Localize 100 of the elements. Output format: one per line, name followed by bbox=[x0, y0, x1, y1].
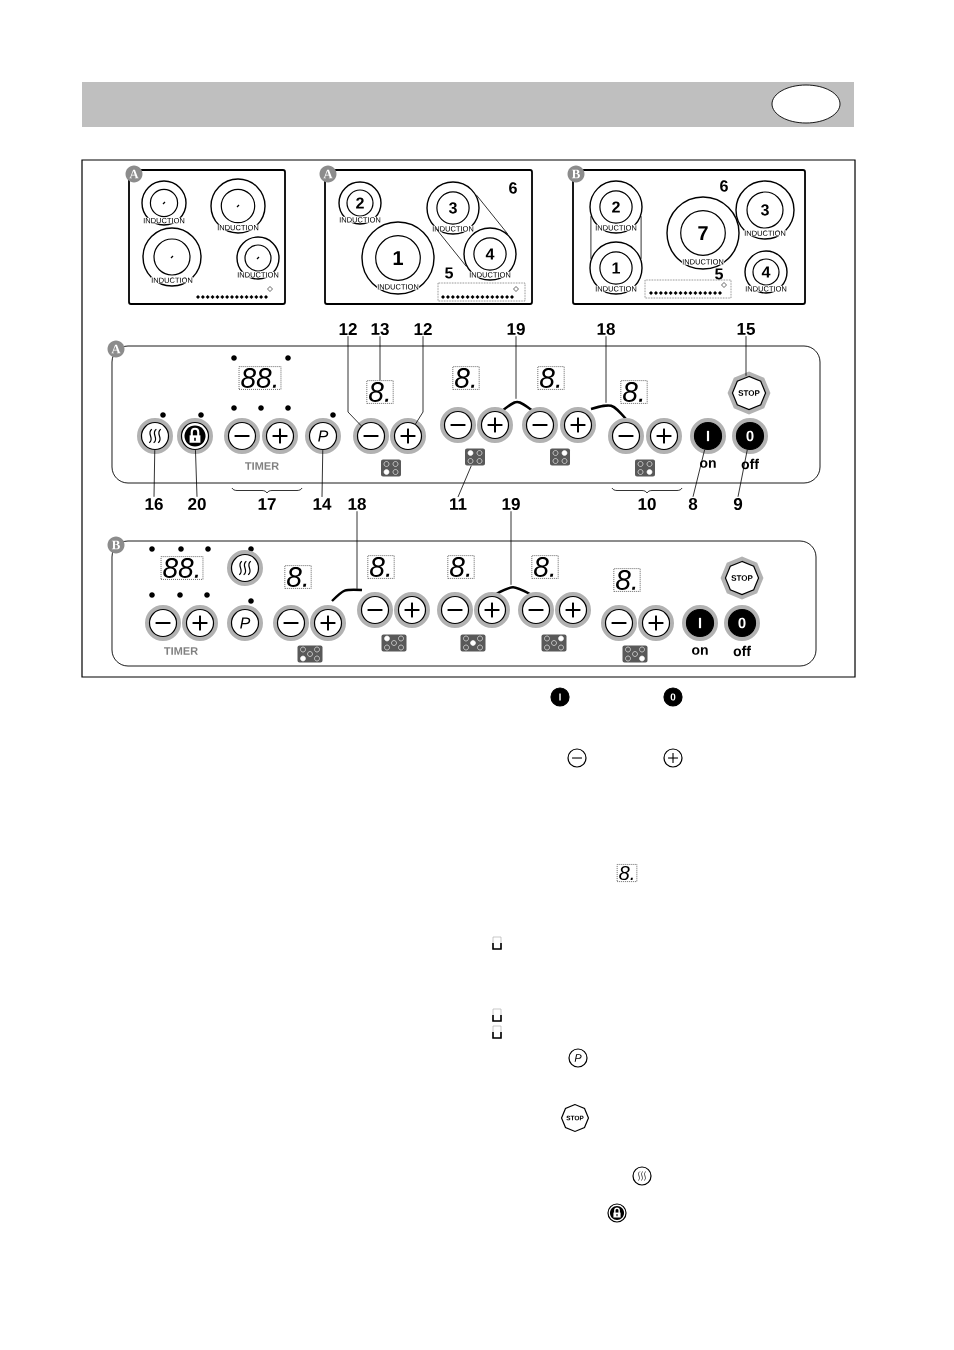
callout-number: 10 bbox=[638, 498, 656, 511]
callout-number: 5 bbox=[715, 268, 723, 280]
callout-number: 6 bbox=[509, 182, 517, 194]
letter-badge: A bbox=[319, 165, 337, 183]
letter-badge: A bbox=[125, 165, 143, 183]
p-button: P bbox=[305, 418, 341, 454]
on-button: I bbox=[682, 605, 718, 641]
minus-button bbox=[437, 592, 473, 628]
bridge-line bbox=[590, 215, 592, 260]
minus-button bbox=[440, 407, 476, 443]
letter-badge: A bbox=[107, 340, 125, 358]
minus-button bbox=[518, 592, 554, 628]
bridge-line bbox=[640, 215, 642, 260]
bridge-line bbox=[435, 228, 467, 267]
bridge-arc bbox=[495, 586, 531, 596]
stop-button: STOP bbox=[727, 371, 771, 415]
plus-button bbox=[663, 748, 683, 768]
p-button: P bbox=[568, 1048, 588, 1068]
off-button: 0 bbox=[724, 605, 760, 641]
zone-indicator-icon bbox=[635, 459, 655, 477]
digit-display: 8. bbox=[367, 555, 395, 579]
zone-indicator-icon bbox=[381, 634, 407, 652]
digit-display: 8. bbox=[537, 366, 565, 390]
plus-button bbox=[638, 605, 674, 641]
callout-number: 17 bbox=[258, 498, 276, 510]
callout-number: 5 bbox=[445, 267, 453, 279]
digit-display: 8. bbox=[452, 366, 480, 390]
zone-indicator-icon bbox=[541, 634, 567, 652]
leader-line bbox=[692, 449, 706, 498]
callout-number: 18 bbox=[597, 323, 615, 336]
minus-button bbox=[608, 418, 644, 454]
leader-line bbox=[347, 335, 362, 427]
leader-line bbox=[745, 335, 747, 377]
minus-button bbox=[353, 418, 389, 454]
plus-button bbox=[646, 418, 682, 454]
minus-button bbox=[601, 605, 637, 641]
p-button: P bbox=[227, 605, 263, 641]
button-caption: on bbox=[700, 460, 716, 468]
callout-number: 18 bbox=[348, 498, 366, 511]
plus-button bbox=[474, 592, 510, 628]
lock-button bbox=[177, 418, 213, 454]
minus-button bbox=[224, 418, 260, 454]
bridge-arc bbox=[331, 588, 363, 602]
heat-button bbox=[632, 1166, 652, 1186]
leader-line bbox=[379, 335, 381, 381]
on-button: I bbox=[550, 687, 570, 707]
callout-number: 12 bbox=[339, 323, 357, 335]
digit-display: 8. bbox=[616, 864, 638, 882]
callout-number: 19 bbox=[507, 323, 525, 336]
digit-display: 88. bbox=[160, 556, 204, 580]
zone-indicator-icon bbox=[622, 645, 648, 663]
plus-button bbox=[394, 592, 430, 628]
callout-number: 13 bbox=[371, 323, 389, 336]
heat-button bbox=[227, 550, 263, 586]
off-button: 0 bbox=[732, 418, 768, 454]
button-caption: off bbox=[733, 645, 751, 657]
button-caption: off bbox=[741, 458, 759, 470]
callout-number: 8 bbox=[688, 498, 698, 511]
leader-line bbox=[457, 465, 472, 498]
minus-button bbox=[273, 605, 309, 641]
lock-button bbox=[607, 1203, 627, 1223]
panel-label: TIMER bbox=[164, 647, 198, 655]
zone-indicator-icon bbox=[465, 448, 485, 466]
plus-button bbox=[182, 605, 218, 641]
stop-button: STOP bbox=[720, 556, 764, 600]
letter-badge: B bbox=[567, 165, 585, 183]
leader-line bbox=[737, 449, 748, 498]
digit-display: 8. bbox=[366, 380, 394, 404]
leader-line bbox=[195, 449, 198, 498]
heat-button bbox=[137, 418, 173, 454]
bridge-arc bbox=[501, 400, 534, 412]
digit-display: 8. bbox=[620, 380, 648, 404]
callout-number: 19 bbox=[502, 498, 520, 511]
leader-line bbox=[415, 335, 424, 425]
callout-number: 12 bbox=[414, 323, 432, 335]
bridge-arc bbox=[590, 404, 627, 420]
panel-label: TIMER bbox=[245, 462, 279, 470]
plus-button bbox=[560, 407, 596, 443]
leader-line bbox=[356, 510, 358, 590]
zone-indicator-icon bbox=[297, 645, 323, 663]
zone-indicator-icon bbox=[460, 634, 486, 652]
zone-indicator-icon bbox=[550, 448, 570, 466]
callout-number: 14 bbox=[313, 498, 332, 510]
minus-button bbox=[522, 407, 558, 443]
off-button: 0 bbox=[663, 687, 683, 707]
plus-button bbox=[262, 418, 298, 454]
digit-display: 8. bbox=[447, 555, 475, 579]
digit-display: 8. bbox=[613, 568, 641, 592]
minus-button bbox=[145, 605, 181, 641]
minus-button bbox=[567, 748, 587, 768]
plus-button bbox=[477, 407, 513, 443]
zone-indicator-icon bbox=[381, 459, 401, 477]
bridge-line bbox=[475, 194, 509, 235]
callout-number: 16 bbox=[145, 498, 163, 511]
digit-display: 88. bbox=[238, 366, 282, 390]
callout-number: 9 bbox=[733, 498, 743, 511]
leader-line bbox=[321, 449, 324, 498]
plus-button bbox=[555, 592, 591, 628]
plus-button bbox=[390, 418, 426, 454]
minus-button bbox=[357, 592, 393, 628]
